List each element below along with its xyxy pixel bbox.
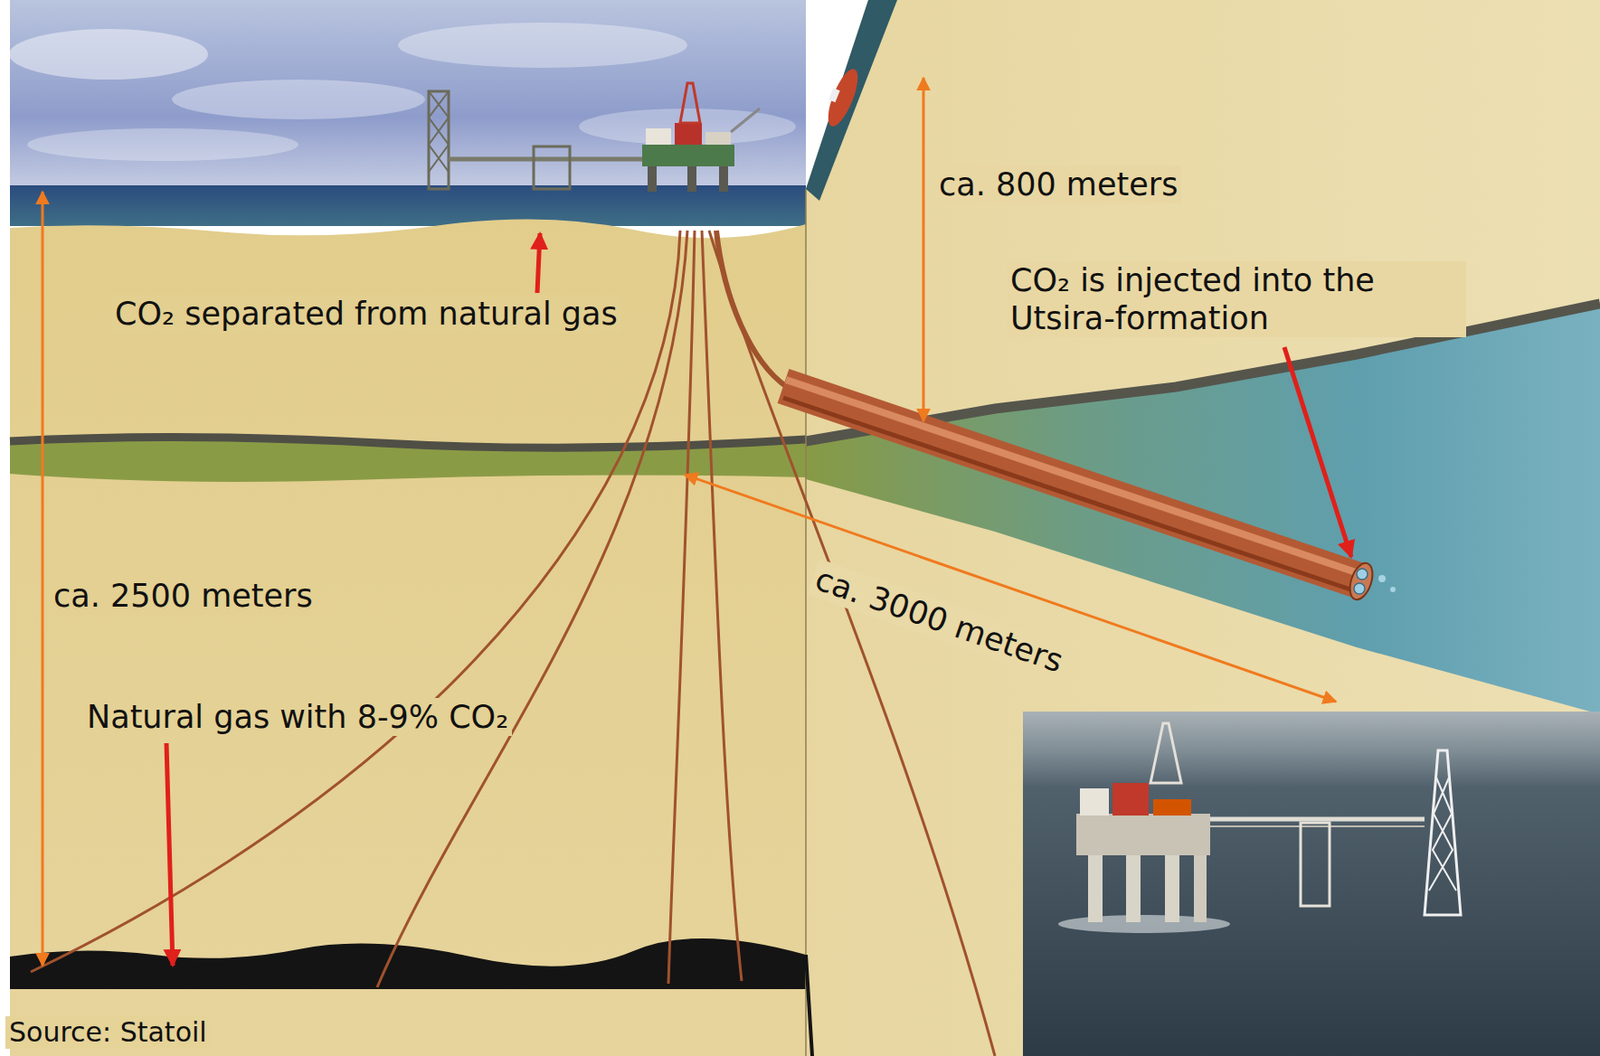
well-lines [30, 230, 995, 1056]
utsira-formation [9, 436, 806, 448]
platform [428, 91, 449, 172]
inset-photo [1210, 817, 1425, 823]
inset-photo [1088, 854, 1103, 923]
inset-photo [1022, 711, 1600, 1056]
injection-pipe [1345, 560, 1377, 604]
dimension-arrows [922, 77, 926, 422]
platform [428, 83, 760, 192]
sky [9, 28, 209, 80]
depth-label: ca. 2500 meters [49, 577, 317, 616]
gas-reservoir [9, 189, 813, 1056]
inset-photo [1164, 854, 1180, 923]
left-face [9, 218, 806, 1056]
sky [578, 108, 796, 145]
gas-reservoir [804, 189, 807, 1056]
injection-pipe [1356, 568, 1368, 580]
injection-pipe [1353, 583, 1365, 595]
callout-label: CO₂ is injected into the Utsira-formatio… [1006, 261, 1467, 338]
injection-pipe [1390, 586, 1396, 593]
inset-photo [1076, 814, 1211, 856]
well-lines [668, 230, 695, 985]
utsira-formation [9, 303, 1600, 715]
inset-photo [1193, 854, 1207, 923]
depth-label: ca. 800 meters [935, 165, 1182, 204]
inset-photo [1424, 750, 1461, 916]
injection-pipe [1378, 575, 1386, 583]
inset-photo [1022, 711, 1600, 1056]
inset-photo [1150, 723, 1182, 784]
platform [533, 146, 570, 190]
platform [642, 144, 735, 167]
platform [719, 164, 729, 192]
gas-reservoir [9, 938, 806, 990]
well-lines [716, 230, 787, 388]
platform [448, 157, 647, 162]
dimension-arrows [684, 474, 1336, 702]
inset-photo [1126, 854, 1141, 923]
injection-pipe [783, 386, 1362, 582]
platform [647, 164, 657, 192]
platform [645, 128, 672, 145]
sky [27, 128, 299, 161]
sky [9, 0, 806, 195]
sky [397, 22, 688, 68]
inset-photo [1429, 777, 1457, 891]
platform [428, 91, 449, 190]
sky [171, 79, 426, 120]
sea [9, 185, 806, 227]
left-face [9, 218, 806, 1056]
inset-photo [1079, 788, 1109, 816]
injection-pipe [785, 379, 1362, 575]
platform [687, 164, 697, 192]
sky [9, 0, 806, 195]
well-lines [701, 230, 742, 982]
platform [680, 83, 701, 124]
callout-label: Natural gas with 8-9% CO₂ [83, 698, 512, 737]
inset-photo [1153, 799, 1192, 816]
inset-photo [1210, 825, 1425, 828]
inset-photo [1112, 783, 1149, 816]
injection-pipe [783, 397, 1362, 594]
distance-label: ca. 3000 meters [806, 558, 1071, 682]
source-note: Source: Statoil [5, 1016, 211, 1050]
callout-label: CO₂ separated from natural gas [111, 294, 622, 333]
sea [9, 185, 806, 227]
dimension-arrows [41, 191, 45, 966]
ship [828, 87, 841, 103]
right-face [805, 0, 898, 201]
platform [705, 132, 731, 145]
leader-arrows [1284, 347, 1352, 558]
leader-arrows [537, 233, 540, 294]
ship [819, 64, 864, 130]
gas-reservoir [805, 955, 813, 1056]
leader-arrows [166, 233, 1352, 966]
inset-photo [1300, 823, 1330, 907]
leader-arrows [166, 743, 173, 966]
platform [674, 123, 702, 145]
platform [730, 108, 760, 133]
dimension-arrows [42, 77, 1336, 966]
ship [822, 65, 864, 130]
well-lines [377, 230, 688, 988]
